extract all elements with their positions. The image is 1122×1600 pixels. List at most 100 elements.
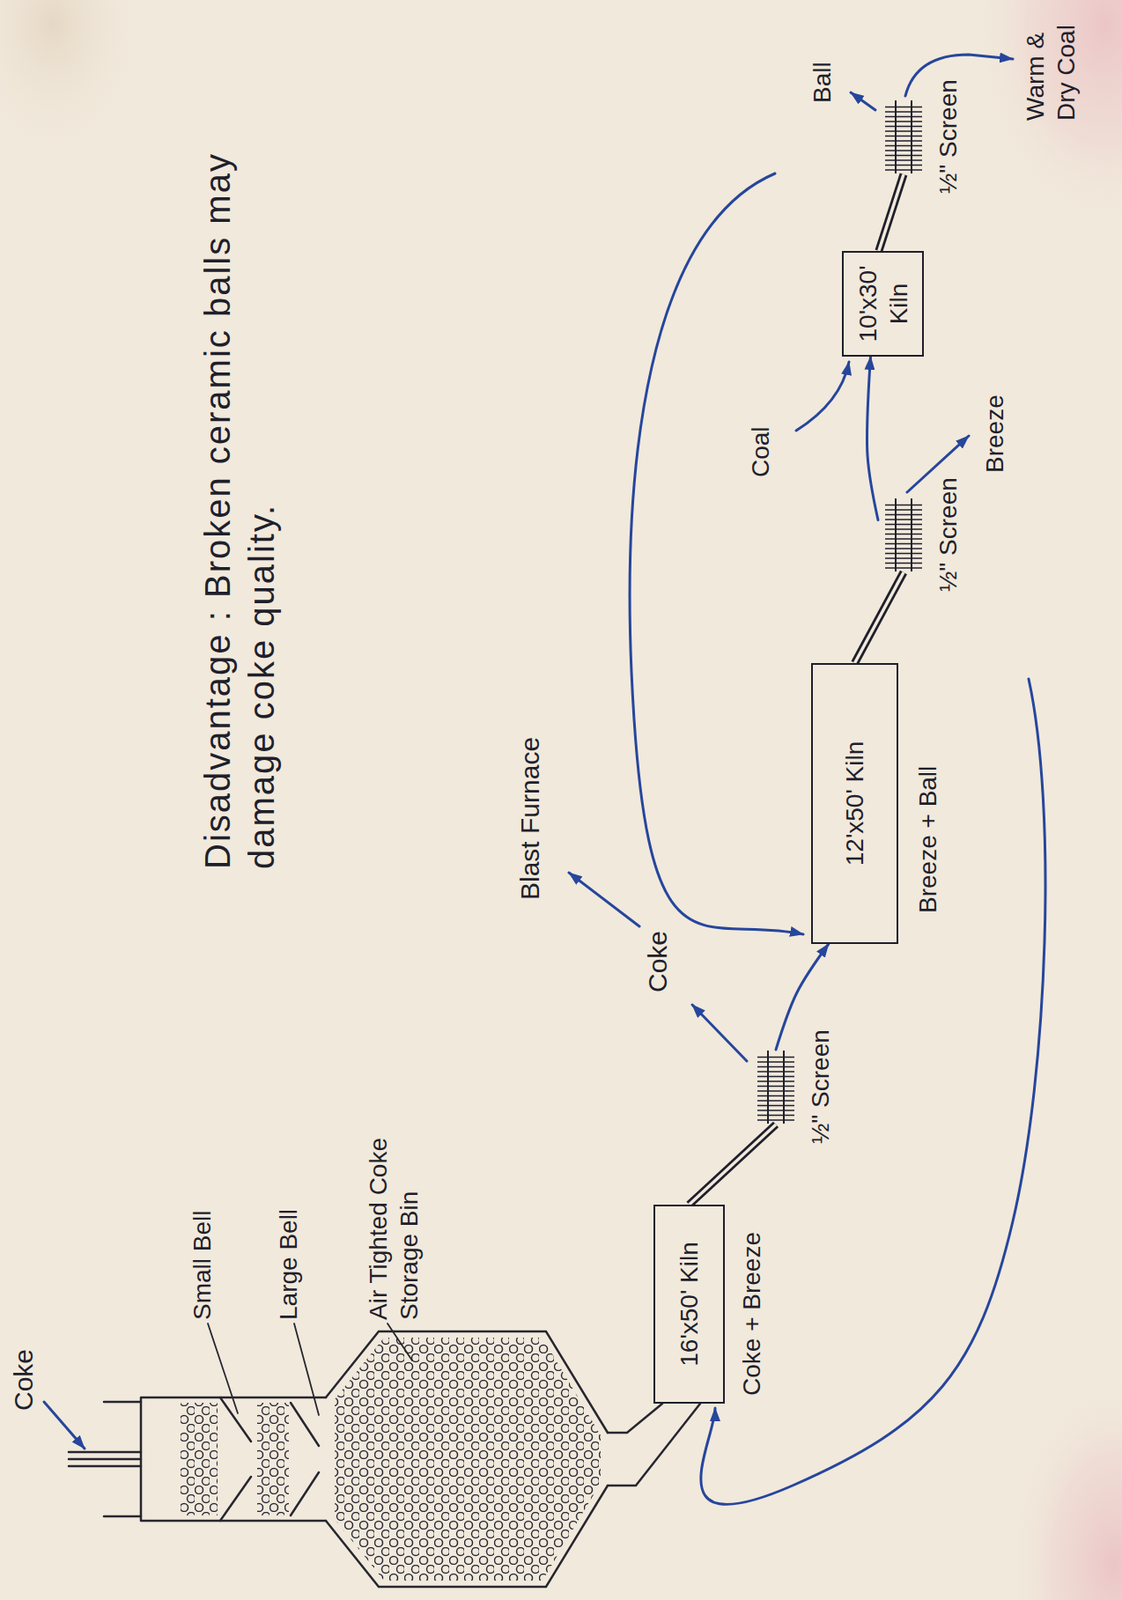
grate-rail [894,100,897,174]
screen-label: ½" Screen [804,1029,836,1145]
flow-label: Small Bell [186,1210,218,1321]
large-bell [290,1402,319,1516]
flow-label: Large Bell [273,1209,304,1321]
grate-bar [885,503,923,506]
grate-bar [885,110,923,113]
ceramic-balls [334,1337,601,1581]
grate-bar [885,538,923,540]
grate-bar [885,542,923,545]
grate-bar [885,567,923,569]
flow-label: Coke + Breeze [736,1232,768,1396]
grate-bar [885,552,923,554]
grate-bar [757,1085,795,1087]
grate-bar [757,1114,795,1116]
grate-rail [782,1050,785,1124]
grate-bar [885,163,923,166]
grate-rail [910,100,913,174]
charging-pipe [68,1458,141,1462]
flow-arrow [692,1004,747,1062]
grate-bar [885,557,923,560]
flow-label: Breeze [979,394,1011,473]
screen-node: ½" Screen [750,1029,836,1145]
chute-outline [855,572,905,664]
grate-bar [885,105,923,108]
screen-grate-drawing [750,1049,802,1125]
grate-bar [757,1070,795,1073]
grate-bar [885,120,923,123]
screen-grate [878,99,930,175]
kiln-box: 10'x30' Kiln [841,250,924,357]
transfer-chute [689,1124,777,1205]
grate-bar [757,1075,795,1078]
transfer-chute [855,572,905,664]
grate-bar [885,169,923,171]
grate-rail [910,498,913,572]
screen-grate-drawing [878,497,930,573]
leader-line [387,1323,413,1361]
flow-arrows [44,54,1046,1506]
grate-bar [885,509,923,511]
ball-return-loop [629,173,804,935]
grate-bar [885,130,923,133]
paper-stain [973,0,1122,227]
hopper-rim [103,1515,141,1519]
grate-bar [885,523,923,525]
grate-bar [885,513,923,516]
grate-bar [885,547,923,550]
bell-chamber [140,1397,326,1521]
chute-inner [689,1124,777,1205]
discharge-pipe [607,1403,663,1433]
grate-bar [885,532,923,535]
flow-label: Air Tighted Coke Storage Bin [362,1082,425,1321]
grate-bar [757,1109,795,1112]
leader-line [207,1323,238,1414]
flow-label: Ball [806,61,838,104]
chute-outline [689,1124,777,1205]
leader-line [294,1323,319,1416]
grate-bar [757,1090,795,1093]
flow-arrow [850,92,876,111]
kiln-box: 16'x50' Kiln [653,1204,725,1404]
grate-bar [885,528,923,531]
coke-charge [180,1402,218,1516]
hopper-rim [103,1401,141,1404]
coke-charge [257,1402,289,1516]
screen-label: ½" Screen [932,477,964,592]
kiln-label: 16'x50' Kiln [673,1241,705,1366]
grate-bar [885,115,923,118]
flow-arrow [867,356,879,521]
flow-label: Breeze + Ball [912,766,944,914]
screen-grate [878,497,930,573]
chute-outline [878,174,904,251]
grate-rail [767,1050,769,1124]
grate-bar [757,1119,795,1122]
kiln-box: 12'x50' Kiln [811,663,899,945]
screen-node: ½" Screen [878,477,964,592]
grate-bar [885,149,923,152]
screen-grate [750,1049,802,1125]
grate-bar [885,134,923,137]
chute-inner [855,572,905,664]
storage-bin [325,1331,608,1588]
grate-bar [885,125,923,127]
grate-bar [757,1055,795,1058]
grate-bar [757,1065,795,1068]
charging-pipe [68,1451,141,1455]
kiln-label: 12'x50' Kiln [839,741,871,866]
paper-stain [0,0,150,165]
discharge-pipe [607,1403,701,1486]
flow-label: Coke [7,1349,41,1411]
grate-bar [885,144,923,147]
note-text: Disadvantage : Broken ceramic balls may … [195,10,284,870]
flow-arrow [568,872,640,927]
grate-bar [757,1080,795,1083]
flow-arrow [796,361,849,431]
grate-bar [757,1094,795,1097]
flow-arrow [44,1402,85,1449]
flow-connector [867,356,879,521]
screen-label: ½" Screen [932,79,964,194]
